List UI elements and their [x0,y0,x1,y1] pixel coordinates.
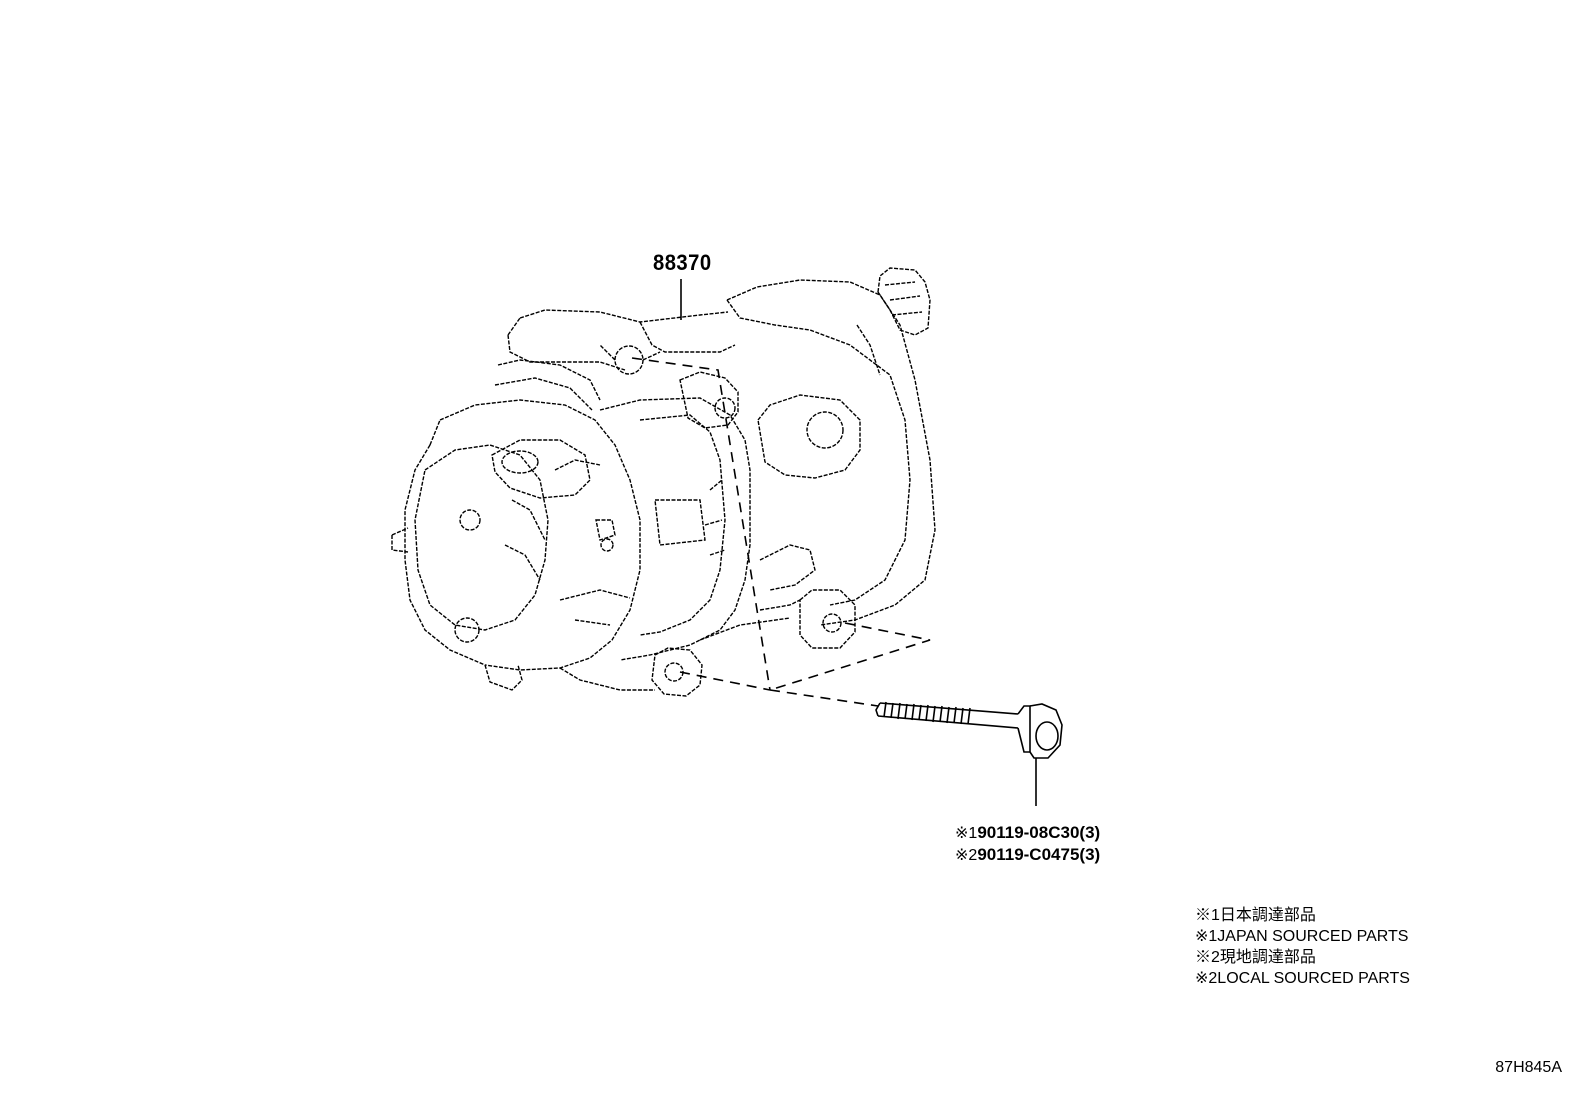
bolt-part-ref-2: ※290119-C0475(3) [955,845,1100,865]
mounting-bolt [875,701,1063,759]
legend-line: ※2LOCAL SOURCED PARTS [1195,970,1410,987]
bolt-ref-mark: ※1 [955,825,978,842]
bolt-ref-part: 90119-C0475(3) [977,845,1101,864]
diagram-code: 87H845A [1495,1059,1562,1076]
legend-line: ※1JAPAN SOURCED PARTS [1195,928,1409,945]
legend-line: ※2現地調達部品 [1195,949,1316,966]
bolt-ref-part: 90119-08C30(3) [977,823,1101,842]
legend-line: ※1日本調達部品 [1195,907,1316,924]
part-number-label: 88370 [653,250,712,275]
mounting-dashed-lines [631,357,931,707]
bolt-part-ref-1: ※190119-08C30(3) [955,823,1100,843]
compressor-illustration [391,267,936,697]
sourcing-legend: ※1日本調達部品 ※1JAPAN SOURCED PARTS ※2現地調達部品 … [1195,905,1410,989]
bolt-ref-mark: ※2 [955,847,978,864]
